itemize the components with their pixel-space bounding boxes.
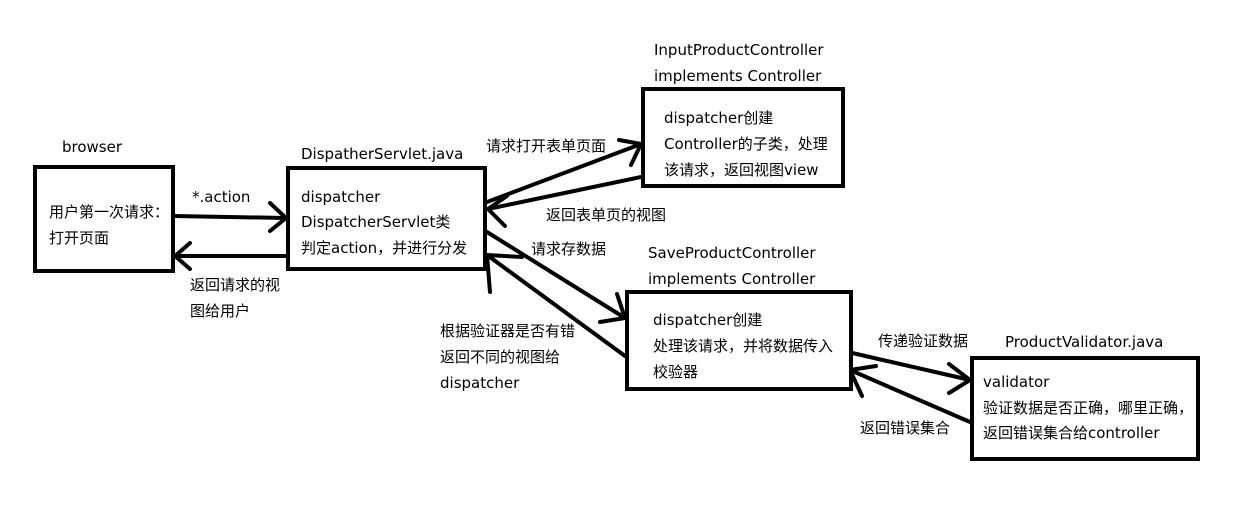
edge-label-pass-data: 传递验证数据 — [878, 332, 969, 350]
edge-label-return-view-user-2: 图给用户 — [190, 302, 251, 320]
save-controller-title-1: SaveProductController — [648, 244, 816, 262]
input-controller-line-1: dispatcher创建 — [664, 109, 774, 127]
edge-label-return-by-validation-3: dispatcher — [440, 374, 520, 392]
dispatcher-line-3: 判定action，并进行分发 — [301, 239, 468, 257]
browser-box: 用户第一次请求： 打开页面 — [33, 165, 175, 273]
validator-title: ProductValidator.java — [1005, 333, 1164, 351]
arrow-return-by-validation — [485, 253, 627, 358]
save-controller-line-3: 校验器 — [653, 363, 699, 381]
validator-line-2: 验证数据是否正确，哪里正确， — [983, 399, 1194, 417]
browser-title: browser — [62, 138, 123, 156]
validator-line-3: 返回错误集合给controller — [983, 424, 1160, 442]
dispatcher-servlet-box: dispatcher DispatcherServlet类 判定action，并… — [286, 166, 487, 271]
save-controller-box: dispatcher创建 处理该请求，并将数据传入 校验器 — [625, 290, 853, 391]
input-controller-line-3: 该请求，返回视图view — [664, 161, 819, 179]
input-controller-title-2: implements Controller — [654, 67, 822, 85]
edge-label-action: *.action — [192, 188, 251, 206]
arrow-action — [172, 201, 288, 233]
save-controller-title-2: implements Controller — [648, 270, 816, 288]
input-controller-title-1: InputProductController — [654, 41, 824, 59]
browser-line-2: 打开页面 — [49, 229, 110, 247]
edge-label-return-view-user-1: 返回请求的视 — [190, 276, 281, 294]
save-controller-line-1: dispatcher创建 — [653, 311, 763, 329]
dispatcher-servlet-title: DispatherServlet.java — [301, 145, 464, 163]
dispatcher-line-2: DispatcherServlet类 — [301, 213, 451, 231]
save-controller-line-2: 处理该请求，并将数据传入 — [653, 337, 834, 355]
dispatcher-line-1: dispatcher — [301, 188, 381, 206]
arrow-return-form-view — [486, 175, 643, 228]
edge-label-return-by-validation-1: 根据验证器是否有错 — [440, 322, 576, 340]
arrow-pass-data — [846, 350, 972, 395]
input-controller-line-2: Controller的子类，处理 — [664, 135, 828, 153]
edge-label-return-form-view: 返回表单页的视图 — [546, 206, 667, 224]
edge-label-return-by-validation-2: 返回不同的视图给 — [440, 348, 561, 366]
browser-line-1: 用户第一次请求： — [49, 203, 170, 221]
edge-label-save-data: 请求存数据 — [531, 240, 607, 258]
input-controller-box: dispatcher创建 Controller的子类，处理 该请求，返回视图vi… — [641, 87, 845, 188]
edge-label-open-form: 请求打开表单页面 — [486, 137, 607, 155]
validator-line-1: validator — [983, 373, 1050, 391]
arrow-return-view-user — [173, 241, 288, 271]
edge-label-return-errors: 返回错误集合 — [860, 419, 951, 437]
validator-box: validator 验证数据是否正确，哪里正确， 返回错误集合给controll… — [970, 356, 1200, 461]
